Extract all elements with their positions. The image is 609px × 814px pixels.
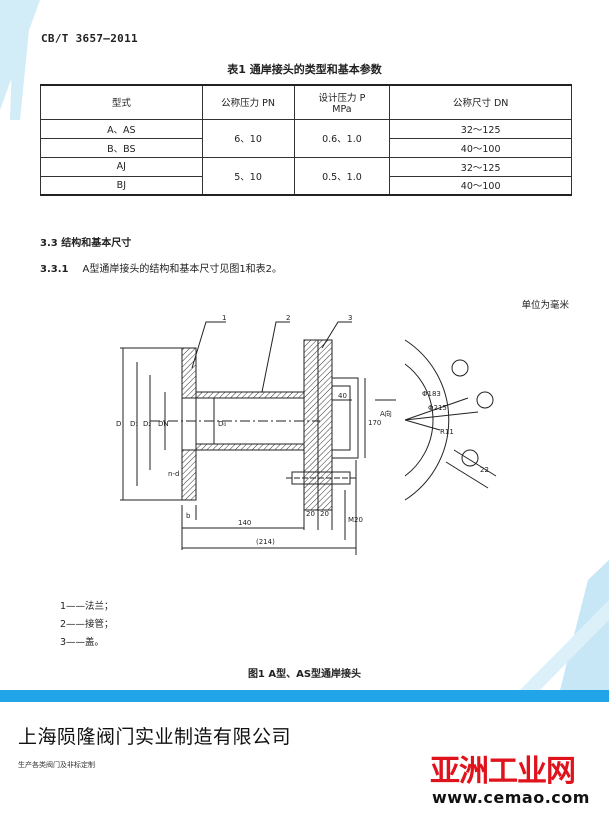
dim-label-DN: DN xyxy=(158,420,169,428)
subsection-number: 3.3.1 xyxy=(40,264,69,275)
part-label-3: 3 xyxy=(348,314,352,322)
units-note: 单位为毫米 xyxy=(521,300,569,311)
subsection-paragraph: 3.3.1 A型通岸接头的结构和基本尺寸见图1和表2。 xyxy=(40,260,282,275)
part-label-1: 1 xyxy=(222,314,226,322)
bracket xyxy=(332,377,359,459)
site-logo[interactable]: 亚洲工业网 www.cemao.com xyxy=(430,746,600,807)
dim-label-phi183: Φ183 xyxy=(422,390,441,398)
view-a-slot-3 xyxy=(461,449,479,467)
view-a-outer-arc xyxy=(404,339,450,501)
technical-drawing: 1 2 3 D D₁ D₂ DN D₀ n-d b 140 (214) 20 2… xyxy=(116,314,497,555)
table-row: B、BS 40～100 xyxy=(40,137,572,158)
view-a-radius-2 xyxy=(404,397,469,421)
dim-label-40: 40 xyxy=(338,392,347,400)
view-a-radius-1 xyxy=(404,411,479,421)
cell-type: BJ xyxy=(40,175,203,196)
dim-label-D: D xyxy=(116,420,121,428)
parameters-table: 型式 公称压力 PN 设计压力 P MPa 公称尺寸 DN A、AS 6、10 … xyxy=(40,84,572,196)
view-a-inner-arc xyxy=(404,363,434,477)
cell-type: A、AS xyxy=(40,118,203,139)
dim-label-M20: M20 xyxy=(348,516,363,524)
view-a-slot-2 xyxy=(476,391,494,409)
header-type: 型式 xyxy=(40,84,203,120)
cell-dn: 40～100 xyxy=(389,175,572,196)
header-design-pressure: 设计压力 P MPa xyxy=(293,84,391,120)
subsection-text: A型通岸接头的结构和基本尺寸见图1和表2。 xyxy=(82,264,283,275)
leader-1 xyxy=(191,321,226,369)
logo-text: 亚洲工业网 xyxy=(430,754,576,789)
section-title: 3.3 结构和基本尺寸 xyxy=(40,238,132,249)
pipe-wall-top xyxy=(195,391,305,399)
header-design-pressure-unit: MPa xyxy=(332,103,352,115)
cell-dn: 32～125 xyxy=(389,156,572,177)
dim-label-R11: R11 xyxy=(440,428,454,436)
part-label-2: 2 xyxy=(286,314,290,322)
legend-item: 1——法兰； xyxy=(60,601,114,612)
flange-bore xyxy=(181,397,197,451)
leader-3 xyxy=(321,321,352,349)
flange-top xyxy=(181,347,197,399)
cover-flange-b xyxy=(317,339,333,511)
dim-label-20b: 20 xyxy=(320,510,329,518)
table-title: 表1 通岸接头的类型和基本参数 xyxy=(227,63,382,76)
cell-p: 0.5、1.0 xyxy=(293,156,391,196)
cell-dn: 40～100 xyxy=(389,137,572,158)
cell-type: B、BS xyxy=(40,137,203,158)
dim-label-A-view: A向 xyxy=(380,409,392,418)
figure-caption: 图1 A型、AS型通岸接头 xyxy=(247,669,362,680)
company-tagline: 生产各类阀门及非标定制 xyxy=(18,761,95,769)
cell-dn: 32～125 xyxy=(389,118,572,139)
dim-label-22: 22 xyxy=(480,466,489,474)
dim-label-214: (214) xyxy=(256,538,275,546)
dim-label-20a: 20 xyxy=(306,510,315,518)
cell-type: AJ xyxy=(40,156,203,177)
pipe-wall-bottom xyxy=(195,443,305,451)
table-row: A、AS 6、10 0.6、1.0 32～125 xyxy=(40,118,572,158)
header-nominal-size: 公称尺寸 DN xyxy=(389,84,572,120)
table-header-row: 型式 公称压力 PN 设计压力 P MPa 公称尺寸 DN xyxy=(40,84,572,120)
standard-code: CB/T 3657—2011 xyxy=(41,32,138,45)
cell-p: 0.6、1.0 xyxy=(293,118,391,158)
dim-label-D1: D₁ xyxy=(130,420,138,428)
dim-label-170: 170 xyxy=(368,419,381,427)
legend-item: 3——盖。 xyxy=(60,637,105,648)
flange-bottom xyxy=(181,449,197,501)
cell-pn: 6、10 xyxy=(201,118,295,158)
cell-pn: 5、10 xyxy=(201,156,295,196)
logo-url: www.cemao.com xyxy=(432,788,590,807)
dim-label-D2: D₂ xyxy=(143,420,151,428)
company-name: 上海陨隆阀门实业制造有限公司 xyxy=(18,726,292,748)
dim-label-b: b xyxy=(186,512,191,520)
dim-label-nd: n-d xyxy=(168,470,179,478)
dim-label-phi215: Φ215 xyxy=(428,404,447,412)
table-row: AJ 5、10 0.5、1.0 32～125 xyxy=(40,156,572,196)
dim-label-140: 140 xyxy=(238,519,251,527)
dim-label-D0: D₀ xyxy=(218,420,226,428)
leader-2 xyxy=(261,321,290,393)
view-a-radius-3 xyxy=(404,419,441,431)
header-design-pressure-label: 设计压力 P xyxy=(318,92,366,104)
legend-item: 2——接管； xyxy=(60,619,114,630)
bracket-inner xyxy=(332,385,351,451)
accent-bar xyxy=(0,690,609,702)
header-nominal-pressure: 公称压力 PN xyxy=(201,84,295,120)
view-a-slot-1 xyxy=(451,359,469,377)
